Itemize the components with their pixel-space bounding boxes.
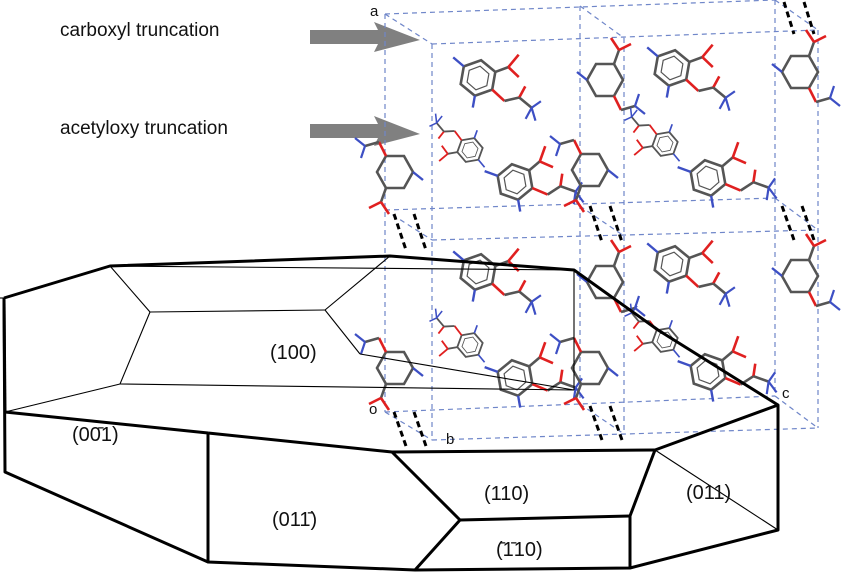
facet-label-100: (100)	[270, 342, 317, 364]
acetyloxy-arrow-icon	[310, 116, 420, 146]
facet-label-110-bar: (̄1̄10)	[496, 539, 543, 561]
acetyloxy-truncation-label: acetyloxy truncation	[60, 118, 228, 139]
hydrogen-bond-markers	[392, 1, 816, 447]
carboxyl-arrow-icon	[310, 22, 420, 52]
facet-label-110: (110)	[484, 483, 529, 505]
molecule-packing	[353, 28, 842, 416]
axis-label-origin: o	[369, 401, 377, 418]
axis-label-b: b	[446, 431, 454, 448]
axis-label-c: c	[782, 385, 790, 402]
facet-label-011-bar: (011̄)	[272, 509, 317, 531]
facet-label-001-bar: (00̄1)	[72, 424, 119, 446]
facet-label-011: (011)	[686, 482, 731, 504]
axis-label-a: a	[370, 3, 379, 20]
crystal-habit	[0, 254, 780, 572]
carboxyl-truncation-label: carboxyl truncation	[60, 20, 220, 41]
